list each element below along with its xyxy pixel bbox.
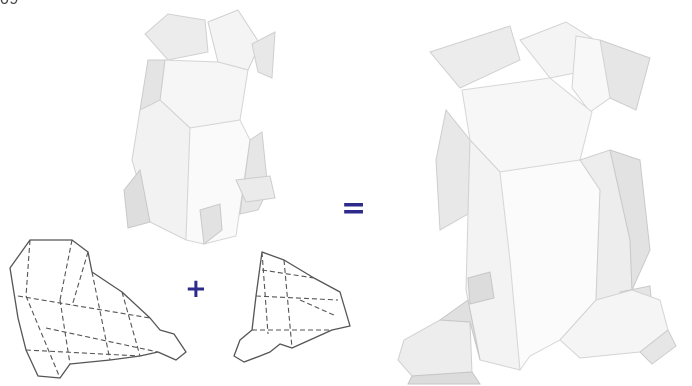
equals-sign: = (341, 194, 366, 224)
plus-sign: + (185, 276, 207, 302)
